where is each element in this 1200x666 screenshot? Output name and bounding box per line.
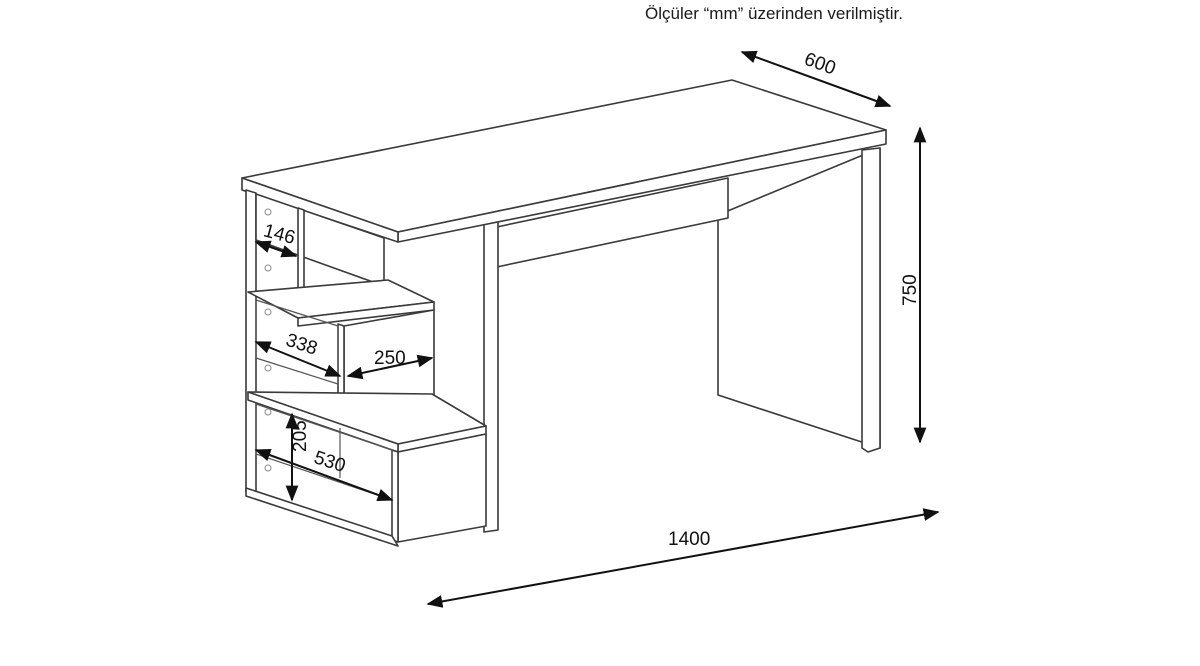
desktop-left-edge: [241, 177, 399, 243]
top-compartment-divider: [297, 207, 305, 301]
shelf-pin-hole: [264, 208, 272, 216]
mid-box-width-label: 250: [374, 348, 406, 369]
shelf-pin-hole: [264, 408, 272, 416]
height-label: 750: [900, 274, 921, 306]
middle-compartment-back: [255, 299, 339, 385]
width-label: 1400: [668, 529, 710, 550]
shelf-unit-side: [245, 189, 257, 497]
shelf-pin-hole: [264, 264, 272, 272]
shelf-pin-hole: [264, 464, 272, 472]
base-board: [245, 487, 399, 547]
mid-box-width-line: [346, 354, 434, 380]
bottom-shelf-height-label: 205: [290, 420, 311, 452]
mid-shelf-width-line: [254, 341, 342, 377]
width-dimension-line: [426, 508, 940, 608]
shelf-pin-hole: [264, 364, 272, 372]
top-shelf-depth-line: [254, 240, 298, 258]
dimension-lines: 600 750 1400 146 338 250 205 530: [254, 49, 940, 608]
bottom-box-front: [397, 433, 487, 543]
bottom-box-side: [391, 449, 399, 543]
right-leg-panel: [717, 147, 881, 449]
bottom-shelf-width-line: [254, 448, 394, 502]
desk: [241, 79, 887, 547]
units-note: Ölçüler “mm” üzerinden verilmiştir.: [645, 4, 903, 23]
depth-dimension-line: [740, 50, 892, 108]
shelf-pin-hole: [264, 308, 272, 316]
right-leg-edge: [861, 147, 881, 453]
